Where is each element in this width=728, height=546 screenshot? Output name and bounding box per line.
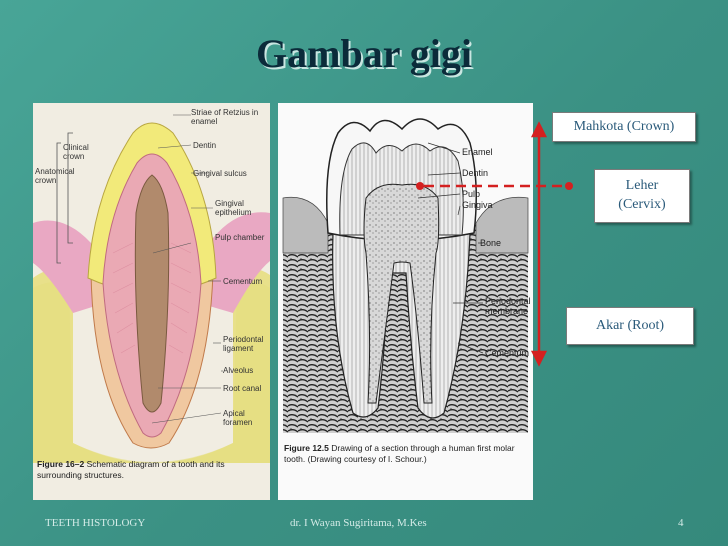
footer-page-number: 4 xyxy=(678,517,684,529)
footer-author: dr. I Wayan Sugiritama, M.Kes xyxy=(290,517,427,529)
label-enamel: Enamel xyxy=(462,147,493,157)
label-bone: Bone xyxy=(480,238,502,248)
arrow-head-up xyxy=(530,121,548,138)
figure-left-caption-text: Schematic diagram of a tooth and its sur… xyxy=(37,459,225,480)
label-cementum: Cementum xyxy=(223,277,263,286)
label-root-canal: Root canal xyxy=(223,384,262,393)
slide-title: Gambar gigi xyxy=(256,31,472,76)
root-label-box: Akar (Root) xyxy=(566,307,694,345)
figure-left-caption-number: Figure 16–2 xyxy=(37,459,85,469)
arrow-head-down xyxy=(530,350,548,367)
label-dentin: Dentin xyxy=(193,141,217,150)
cervix-label-line1: Leher xyxy=(625,178,659,193)
cervix-label-box: Leher (Cervix) xyxy=(594,169,690,223)
label-dentin-right: Dentin xyxy=(462,168,489,178)
molar-section-drawing xyxy=(282,118,529,433)
label-striae-retzius: Striae of Retzius in enamel xyxy=(191,108,259,126)
label-gingival-epithelium: Gingival epithelium xyxy=(215,199,252,217)
label-periodontal-ligament: Periodontal ligament xyxy=(223,335,264,353)
label-anatomical-crown: Anatomical crown xyxy=(35,167,75,185)
label-gingiva: Gingiva xyxy=(462,200,493,210)
figure-right-caption-number: Figure 12.5 xyxy=(284,443,329,453)
label-periodontal-membrane: Periodontal membrane xyxy=(485,296,531,316)
cervix-dot-right xyxy=(565,182,573,190)
figure-right-caption-text: Drawing of a section through a human fir… xyxy=(284,443,515,464)
schematic-tooth-drawing xyxy=(33,114,270,463)
figure-molar-section: Enamel Dentin Pulp Gingiva Bone Periodon… xyxy=(278,103,533,500)
figure-schematic-tooth: Striae of Retzius in enamel Clinical cro… xyxy=(33,103,270,500)
label-gingival-sulcus: Gingival sulcus xyxy=(193,169,247,178)
crown-label-box: Mahkota (Crown) xyxy=(552,112,696,142)
footer-course: TEETH HISTOLOGY xyxy=(45,517,146,529)
label-apical-foramen: Apical foramen xyxy=(223,409,253,427)
label-alveolus: Alveolus xyxy=(223,366,254,375)
cervix-label-line2: (Cervix) xyxy=(618,197,666,212)
label-clinical-crown: Clinical crown xyxy=(63,143,89,161)
label-pulp: Pulp xyxy=(462,189,481,199)
label-pulp-chamber: Pulp chamber xyxy=(215,233,265,242)
label-cementum-right: Cementum xyxy=(485,348,530,358)
figure-left-caption: Figure 16–2 Schematic diagram of a tooth… xyxy=(37,459,266,481)
figure-right-caption: Figure 12.5 Drawing of a section through… xyxy=(284,443,529,465)
